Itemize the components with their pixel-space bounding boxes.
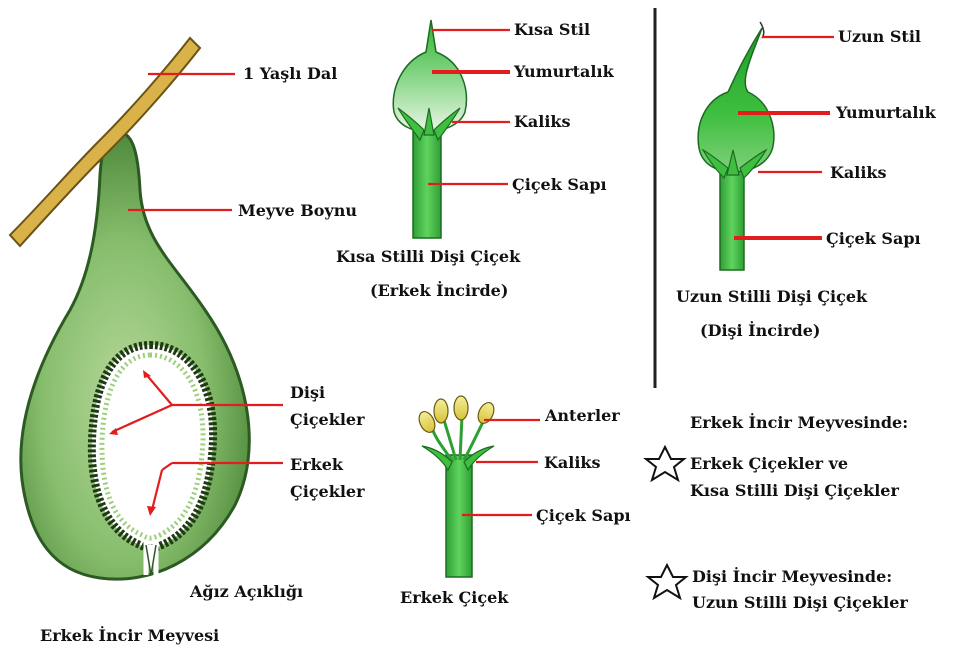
female-flowers-label-2: Çiçekler bbox=[290, 410, 365, 429]
male-flower-caption: Erkek Çiçek bbox=[400, 588, 509, 607]
long-style-caption-2: (Dişi İncirde) bbox=[700, 320, 820, 340]
note-item1-line1: Erkek Çiçekler ve bbox=[690, 454, 848, 473]
female-flowers-label-1: Dişi bbox=[290, 383, 325, 402]
short-stalk-label: Çiçek Sapı bbox=[512, 175, 607, 194]
short-style-caption-1: Kısa Stilli Dişi Çiçek bbox=[336, 247, 521, 266]
notes-heading: Erkek İncir Meyvesinde: bbox=[690, 412, 908, 432]
short-ovary-label: Yumurtalık bbox=[513, 62, 615, 81]
note-item2-line1: Dişi İncir Meyvesinde: bbox=[692, 566, 892, 586]
long-calyx-label: Kaliks bbox=[830, 163, 887, 182]
branch-label: 1 Yaşlı Dal bbox=[243, 64, 337, 83]
anthers-label: Anterler bbox=[544, 406, 620, 425]
note-item1-line2: Kısa Stilli Dişi Çiçekler bbox=[690, 481, 899, 500]
male-flowers-label-2: Çiçekler bbox=[290, 482, 365, 501]
fig-fruit-illustration bbox=[10, 38, 249, 579]
note-item2-line2: Uzun Stilli Dişi Çiçekler bbox=[692, 593, 908, 612]
long-style-label: Uzun Stil bbox=[838, 27, 921, 46]
short-style-label: Kısa Stil bbox=[514, 20, 590, 39]
long-style-caption-1: Uzun Stilli Dişi Çiçek bbox=[676, 287, 868, 306]
neck-label: Meyve Boynu bbox=[238, 201, 357, 220]
mouth-label: Ağız Açıklığı bbox=[189, 582, 303, 601]
short-style-caption-2: (Erkek İncirde) bbox=[370, 280, 508, 300]
star-icon bbox=[648, 565, 686, 598]
male-flower-illustration bbox=[416, 396, 497, 577]
long-ovary-label: Yumurtalık bbox=[835, 103, 937, 122]
fruit-caption: Erkek İncir Meyvesi bbox=[40, 625, 219, 645]
long-stalk-label: Çiçek Sapı bbox=[826, 229, 921, 248]
male-flowers-label-1: Erkek bbox=[290, 455, 344, 474]
long-style-flower-illustration bbox=[698, 22, 774, 270]
male-stalk-label: Çiçek Sapı bbox=[536, 506, 631, 525]
star-icon bbox=[646, 447, 684, 480]
short-calyx-label: Kaliks bbox=[514, 112, 571, 131]
short-style-flower-illustration bbox=[393, 20, 466, 238]
male-calyx-label: Kaliks bbox=[544, 453, 601, 472]
